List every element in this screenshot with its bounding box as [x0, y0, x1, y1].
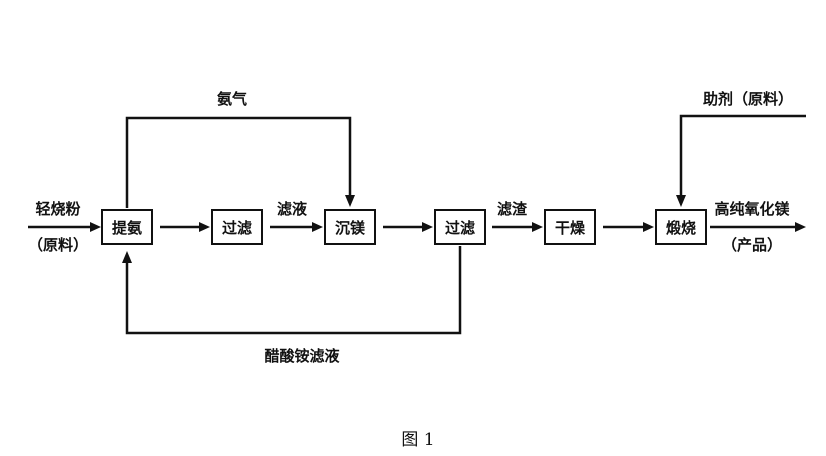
box-extract-ammonia: 提氨 — [101, 209, 153, 245]
arrow-step-2-3 — [270, 222, 323, 232]
arrow-input — [28, 222, 101, 232]
input-material-label: 轻烧粉 — [35, 200, 80, 218]
filter-residue-label: 滤渣 — [497, 200, 528, 218]
arrow-step-5-6 — [603, 222, 654, 232]
arrow-step-3-4 — [383, 222, 433, 232]
box-calcination: 煅烧 — [655, 209, 707, 245]
input-note-label: （原料） — [28, 236, 88, 254]
arrow-recycle-loop — [122, 246, 462, 335]
box-filter-2-label: 过滤 — [445, 219, 475, 237]
arrow-output — [710, 222, 806, 232]
box-calcination-label: 煅烧 — [666, 219, 696, 237]
box-filter-2: 过滤 — [434, 209, 486, 245]
arrow-ammonia-gas-loop — [125, 116, 355, 208]
filtrate-label: 滤液 — [277, 200, 308, 218]
recycle-label: 醋酸铵滤液 — [264, 347, 340, 365]
output-note-label: （产品） — [722, 236, 782, 254]
box-precipitate-mg: 沉镁 — [324, 209, 376, 245]
figure-caption: 图 1 — [401, 430, 434, 450]
box-drying-label: 干燥 — [555, 219, 586, 237]
box-filter-1: 过滤 — [211, 209, 263, 245]
output-product-label: 高纯氧化镁 — [714, 200, 790, 218]
arrow-additive-input — [676, 114, 806, 207]
arrow-step-4-5 — [492, 222, 543, 232]
arrow-step-1-2 — [160, 222, 210, 232]
ammonia-gas-label: 氨气 — [217, 90, 247, 108]
box-precipitate-mg-label: 沉镁 — [335, 219, 366, 237]
box-filter-1-label: 过滤 — [222, 219, 252, 237]
box-extract-ammonia-label: 提氨 — [112, 219, 142, 237]
box-drying: 干燥 — [544, 209, 596, 245]
additive-label: 助剂（原料） — [703, 90, 793, 108]
